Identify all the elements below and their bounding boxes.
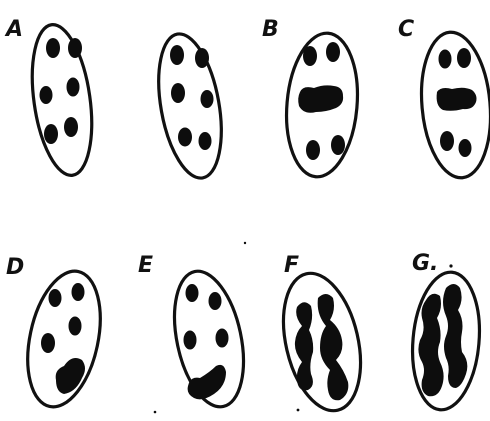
panel-label-f: F <box>284 253 299 278</box>
panel-g-cell <box>407 269 485 412</box>
speck <box>297 409 300 412</box>
panel-label-c: C <box>398 17 414 42</box>
panel-a-cell-1 <box>24 21 101 179</box>
panel-label-b: B <box>262 17 279 42</box>
speck <box>449 264 452 267</box>
panel-e-cell <box>163 265 254 413</box>
panel-d-cell <box>16 264 111 413</box>
panel-label-e: E <box>138 253 153 278</box>
panel-a-cell-2 <box>149 29 231 183</box>
panel-f-cell <box>271 266 373 419</box>
speck <box>244 242 246 244</box>
speck <box>154 411 157 414</box>
panel-label-a: A <box>4 17 23 42</box>
panel-c-cell <box>416 29 490 180</box>
panel-label-d: D <box>6 255 24 280</box>
panel-b-cell <box>281 30 363 180</box>
panel-label-g: G. <box>412 251 438 276</box>
